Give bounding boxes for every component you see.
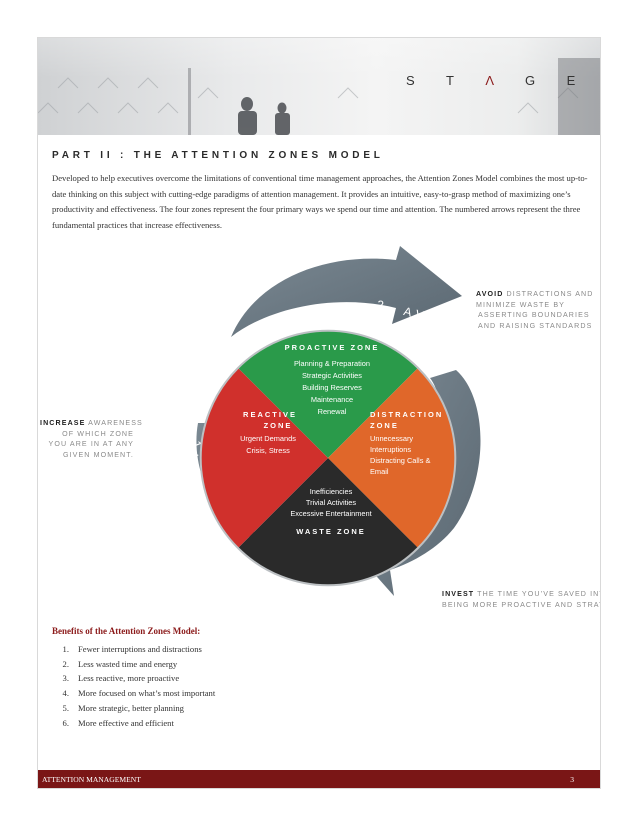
reactive-item: Urgent Demands	[240, 434, 296, 443]
zones-circle	[199, 329, 457, 587]
proactive-item: Renewal	[318, 407, 347, 416]
list-item: 1.Fewer interruptions and distractions	[62, 644, 202, 654]
list-item: 2.Less wasted time and energy	[62, 658, 178, 669]
list-item: 5.More strategic, better planning	[62, 702, 184, 713]
waste-item: Trivial Activities	[306, 498, 357, 507]
avoid-arrow	[231, 246, 462, 337]
footer-label: ATTENTION MANAGEMENT	[42, 775, 141, 784]
proactive-item: Planning & Preparation	[294, 359, 370, 368]
intro-paragraph: Developed to help executives overcome th…	[52, 173, 588, 230]
footer-bar: ATTENTION MANAGEMENT 3	[38, 770, 600, 788]
waste-item: Inefficiencies	[310, 487, 353, 496]
distraction-zone-title: ZONE	[370, 421, 399, 430]
invest-arrow	[370, 370, 481, 596]
proactive-item: Strategic Activities	[302, 371, 362, 380]
proactive-item: Maintenance	[311, 395, 353, 404]
reactive-item: Crisis, Stress	[246, 446, 290, 455]
avoid-note: AVOID DISTRACTIONS AND MINIMIZE WASTE BY…	[476, 290, 594, 330]
distraction-item: Distracting Calls &	[370, 456, 430, 465]
invest-note: INVEST THE TIME YOU’VE SAVED INTO BEING …	[442, 590, 601, 609]
benefits-title: Benefits of the Attention Zones Model:	[52, 626, 201, 636]
list-item: 4.More focused on what’s most important	[62, 688, 216, 699]
header-photo	[38, 38, 600, 135]
distraction-item: Unnecessary	[370, 434, 413, 443]
header-banner: S T Λ G E N	[38, 38, 600, 135]
waste-item: Excessive Entertainment	[290, 509, 371, 518]
list-item: 6.More effective and efficient	[62, 717, 174, 728]
reactive-zone-title: REACTIVE	[243, 410, 297, 419]
proactive-zone	[238, 330, 418, 458]
waste-zone	[238, 458, 418, 586]
distraction-zone-title: DISTRACTION	[370, 410, 443, 419]
section-title: PART II : THE ATTENTION ZONES MODEL	[52, 150, 384, 161]
waste-zone-title: WASTE ZONE	[296, 527, 366, 536]
page-number: 3	[570, 775, 574, 784]
document-page: S T Λ G E N PART II : THE ATTENTION ZONE…	[37, 37, 601, 789]
reactive-zone	[200, 368, 328, 548]
attention-zones-diagram: 2. AVOID 1. INCREASE 3. INVEST PROACTIVE…	[189, 246, 493, 596]
reactive-zone-title: ZONE	[264, 421, 293, 430]
increase-note: INCREASE AWARENESS OF WHICH ZONE YOU ARE…	[40, 419, 143, 459]
stagen-logo: S T Λ G E N	[406, 73, 600, 88]
proactive-zone-title: PROACTIVE ZONE	[285, 343, 380, 352]
distraction-item: Interruptions	[370, 445, 411, 454]
distraction-item: Email	[370, 467, 389, 476]
proactive-item: Building Reserves	[302, 383, 362, 392]
benefits-list: 1.Fewer interruptions and distractions 2…	[52, 642, 216, 730]
list-item: 3.Less reactive, more proactive	[62, 673, 180, 684]
distraction-zone	[328, 368, 456, 548]
